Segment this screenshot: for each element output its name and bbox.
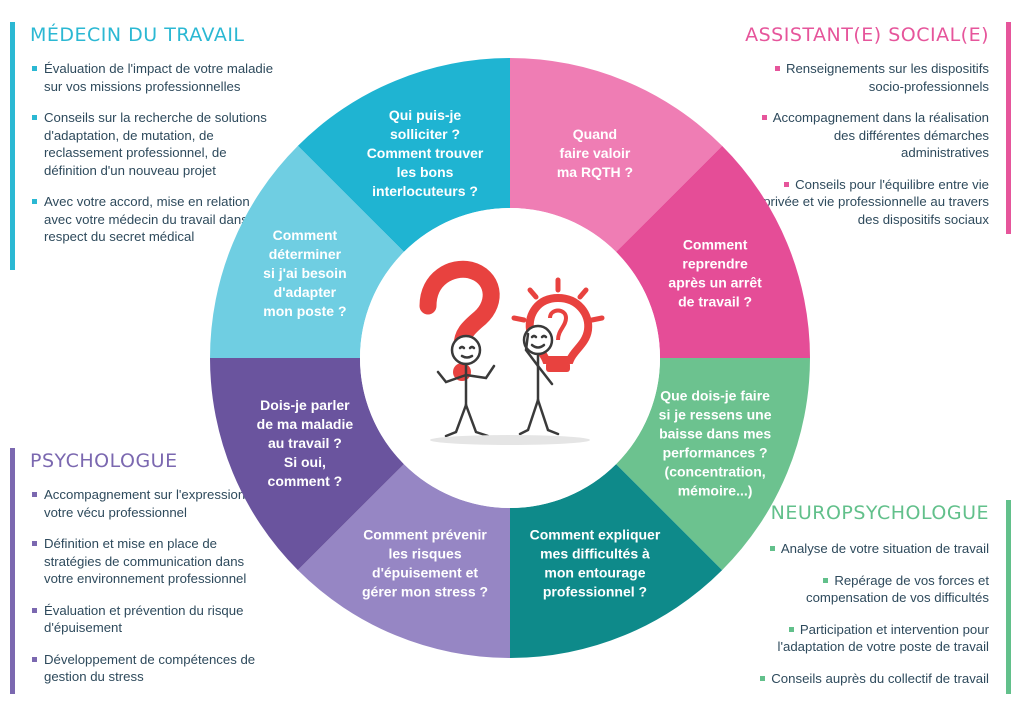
wheel-segment-label: Comment expliquer mes difficultés à mon en… (530, 527, 661, 600)
wheel-segment-line: de travail ? (678, 294, 752, 310)
wheel-segment-line: comment ? (268, 473, 343, 489)
wheel-segment-line: Comment prévenir (363, 527, 487, 543)
wheel-segment (616, 358, 810, 571)
wheel-segment-line: (concentration, (665, 463, 766, 479)
panel-assistant: ASSISTANT(E) SOCIAL(E) Renseignements su… (745, 24, 989, 228)
wheel-segment-line: performances ? (663, 444, 768, 460)
wheel-segment-line: baisse dans mes (659, 425, 771, 441)
wheel-segment-line: interlocuteurs ? (372, 183, 478, 199)
wheel-segment (297, 464, 510, 658)
wheel-segment-label: Que dois-je faire si je ressens une baisse… (659, 387, 772, 498)
panel-neuro-title: NEUROPSYCHOLOGUE (770, 502, 989, 524)
panel-neuro: NEUROPSYCHOLOGUE Analyse de votre situat… (745, 502, 989, 687)
wheel-segment-label: Comment reprendre après un arrêt de travail… (668, 237, 762, 310)
wheel-segment-line: au travail ? (268, 435, 342, 451)
wheel-segment-line: Dois-je parler (260, 397, 350, 413)
list-item: Renseignements sur les dispositifs socio… (745, 60, 989, 95)
illustration (419, 260, 605, 445)
wheel-segment-label: Qui puis-je solliciter ? Comment trouver le… (367, 107, 484, 199)
list-item: Repérage de vos forces et compensation d… (805, 572, 989, 606)
list-item: Participation et intervention pour l'ada… (777, 621, 989, 655)
panel-medecin-title: MÉDECIN DU TRAVAIL (30, 24, 245, 46)
wheel-segment-line: gérer mon stress ? (362, 584, 488, 600)
wheel-segment-line: les bons (397, 164, 454, 180)
wheel-segment (510, 58, 723, 252)
assistant-bar (1006, 22, 1011, 234)
wheel-segment-line: reprendre (682, 256, 748, 272)
medecin-bar (10, 22, 15, 270)
wheel-segment-label: Comment prévenir les risques d'épuisement … (362, 527, 488, 600)
list-item: Conseils sur la recherche de solutions d… (30, 109, 275, 179)
wheel-segment-line: déterminer (269, 246, 342, 262)
wheel-segment-line: Comment (273, 227, 338, 243)
psychologue-bar (10, 448, 15, 694)
wheel-segment-line: Comment trouver (367, 145, 484, 161)
wheel-segment (510, 464, 723, 658)
thinking-figure (436, 334, 496, 438)
wheel-segment-line: après un arrêt (668, 275, 762, 291)
wheel-segment-line: Quand (573, 126, 617, 142)
panel-assistant-list: Renseignements sur les dispositifs socio… (745, 60, 989, 228)
list-item: Conseils auprès du collectif de travail (745, 670, 989, 688)
wheel-segment-line: d'adapter (274, 284, 337, 300)
list-item: Définition et mise en place de stratégie… (30, 535, 275, 588)
panel-psychologue-title: PSYCHOLOGUE (30, 450, 178, 472)
list-item: Développement de compétences de gestion … (30, 651, 275, 686)
panel-assistant-title: ASSISTANT(E) SOCIAL(E) (745, 24, 989, 46)
wheel-segment-line: mes difficultés à (540, 546, 650, 562)
light-bulb-icon (511, 277, 605, 372)
wheel-segment-line: si je ressens une (659, 406, 772, 422)
panel-neuro-list: Analyse de votre situation de travail Re… (745, 540, 989, 687)
wheel-segment-line: mon entourage (544, 565, 645, 581)
wheel-segment-line: Comment expliquer (530, 527, 661, 543)
wheel-segment-line: faire valoir (560, 145, 631, 161)
panel-medecin: MÉDECIN DU TRAVAIL Évaluation de l'impac… (30, 24, 275, 246)
wheel-segment-line: solliciter ? (390, 126, 460, 142)
wheel-segment-label: Dois-je parler de ma maladie au travail ? S… (257, 397, 354, 489)
panel-psychologue-list: Accompagnement sur l'expression de votre… (30, 486, 275, 686)
wheel-segment-line: Si oui, (284, 454, 326, 470)
wheel-segment (210, 145, 404, 358)
wheel-segment (616, 145, 811, 358)
panel-medecin-list: Évaluation de l'impact de votre maladie … (30, 60, 275, 246)
wheel-center (360, 208, 660, 508)
wheel-segment-label: Quand faire valoir ma RQTH ? (557, 126, 633, 180)
panel-psychologue: PSYCHOLOGUE Accompagnement sur l'express… (30, 450, 275, 686)
list-item: Évaluation et prévention du risque d'épu… (30, 602, 275, 637)
wheel-segments: Qui puis-je solliciter ? Comment trouver le… (210, 58, 811, 658)
wheel-segment-line: ma RQTH ? (557, 164, 633, 180)
list-item: Avec votre accord, mise en relation avec… (30, 193, 275, 246)
wheel-segment-label: Comment déterminer si j'ai besoin d'adapter… (263, 227, 346, 319)
wheel-segment-line: si j'ai besoin (263, 265, 346, 281)
wheel-segment (297, 58, 510, 252)
list-item: Accompagnement sur l'expression de votre… (30, 486, 275, 521)
wheel-segment-line: Qui puis-je (389, 107, 462, 123)
wheel-segment-line: mon poste ? (263, 303, 346, 319)
neuro-bar (1006, 500, 1011, 694)
wheel-segment (210, 358, 404, 571)
wheel-segment-line: professionnel ? (543, 584, 647, 600)
idea-figure (518, 324, 560, 436)
list-item: Conseils pour l'équilibre entre vie priv… (763, 176, 989, 227)
list-item: Accompagnement dans la réalisation des d… (745, 109, 989, 162)
list-item: Évaluation de l'impact de votre maladie … (30, 60, 275, 95)
wheel-segment-line: Comment (683, 237, 748, 253)
wheel-segment-line: de ma maladie (257, 416, 354, 432)
wheel-segment-line: les risques (388, 546, 461, 562)
wheel-segment-line: Que dois-je faire (660, 387, 770, 403)
wheel-segment-line: d'épuisement et (372, 565, 478, 581)
wheel-segment-line: mémoire...) (678, 482, 753, 498)
list-item: Analyse de votre situation de travail (745, 540, 989, 558)
